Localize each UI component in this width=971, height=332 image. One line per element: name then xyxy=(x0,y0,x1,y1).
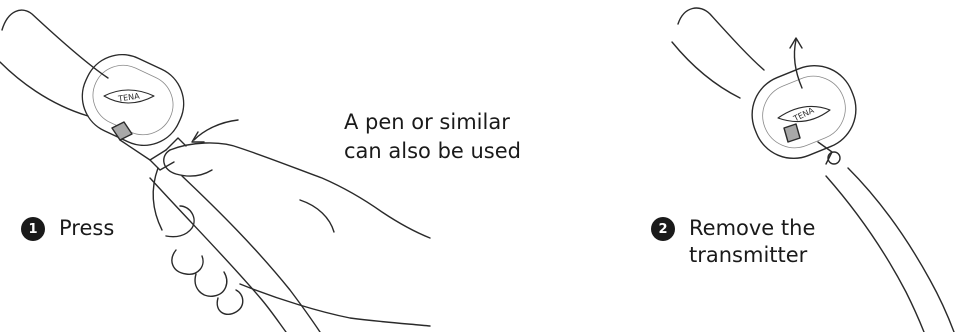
step-2: 2 Remove the transmitter xyxy=(651,217,829,269)
step-1-badge: 1 xyxy=(21,217,45,241)
alternative-tool-note: A pen or similar can also be used xyxy=(344,108,521,166)
step-2-badge: 2 xyxy=(651,217,675,241)
strap-right xyxy=(672,8,954,332)
transmitter-right: TENA xyxy=(740,54,868,171)
hand-left xyxy=(153,143,430,326)
step-2-label: Remove the transmitter xyxy=(689,215,829,269)
strap-left xyxy=(0,10,320,332)
curved-arrow-left xyxy=(192,120,238,142)
note-line-2: can also be used xyxy=(344,137,521,166)
step-1-label: Press xyxy=(59,215,114,242)
transmitter-left: TENA xyxy=(70,42,196,170)
step-1: 1 Press xyxy=(21,217,114,242)
note-line-1: A pen or similar xyxy=(344,108,521,137)
